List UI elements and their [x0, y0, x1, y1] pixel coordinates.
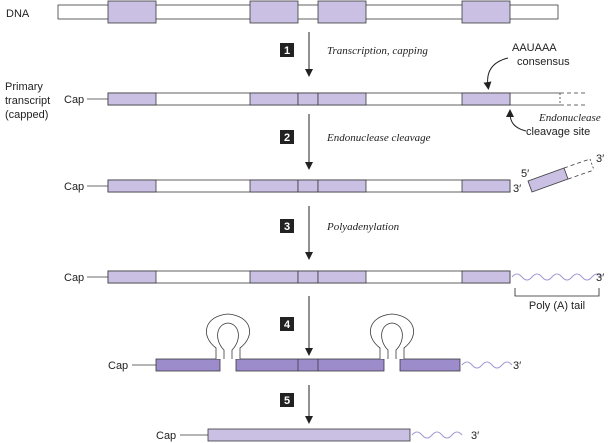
- dna-exon-4: [461, 0, 511, 24]
- mature-cap-label: Cap: [156, 430, 176, 442]
- aauaaa-label-2: consensus: [517, 56, 570, 68]
- step-2-number: 2: [284, 132, 290, 144]
- step-3-number: 3: [284, 221, 290, 233]
- dna-exon-2: [249, 0, 299, 24]
- step-5-number: 5: [284, 395, 290, 407]
- step-5-box: [280, 393, 294, 407]
- splicing-cap-label: Cap: [108, 360, 128, 372]
- aauaaa-label-1: AAUAAA: [512, 42, 557, 54]
- dna-exon-3: [317, 0, 367, 24]
- primary-transcript-label-3: (capped): [5, 109, 48, 121]
- mature-3prime-label: 3′: [471, 430, 479, 442]
- step-5: 5: [280, 385, 313, 424]
- mature-tail-wave: [411, 431, 463, 439]
- dna-strand: [57, 0, 559, 24]
- dna-exon-1: [107, 0, 157, 24]
- polya-3prime-label: 3′: [596, 272, 604, 284]
- step-2: 2 Endonuclease cleavage: [280, 114, 431, 170]
- step-4: 4: [280, 296, 313, 356]
- endo-site-label-2: cleavage site: [526, 126, 590, 138]
- polyadenylated-transcript: [87, 270, 511, 284]
- poly-a-tail-label: Poly (A) tail: [529, 300, 585, 312]
- fragment-5prime-label: 5′: [521, 168, 529, 180]
- splicing-3prime-label: 3′: [513, 360, 521, 372]
- splicing-transcript: [132, 313, 461, 372]
- polya-cap-label: Cap: [64, 272, 84, 284]
- endo-site-label-1: Endonuclease: [538, 112, 601, 124]
- step-1-box: [280, 43, 294, 57]
- step-1: 1 Transcription, capping: [280, 32, 428, 77]
- poly-a-tail-wave: [511, 273, 603, 281]
- fragment-3prime-label: 3′: [596, 153, 604, 165]
- endo-site-arrow: [506, 109, 527, 132]
- step-1-label: Transcription, capping: [327, 45, 428, 57]
- splicing-tail-wave: [461, 361, 513, 369]
- dna-label: DNA: [6, 8, 30, 20]
- cleaved-3prime-label: 3′: [513, 183, 521, 195]
- step-4-number: 4: [284, 319, 291, 331]
- step-2-label: Endonuclease cleavage: [326, 132, 431, 144]
- step-1-number: 1: [284, 45, 290, 57]
- released-fragment: [527, 158, 595, 193]
- step-4-box: [280, 317, 294, 331]
- primary-cap-label: Cap: [64, 94, 84, 106]
- primary-transcript-label-2: transcript: [5, 95, 50, 107]
- aauaaa-arrow: [483, 57, 509, 90]
- cleaved-transcript: [87, 179, 511, 193]
- mature-mrna: [180, 428, 411, 442]
- primary-transcript: [87, 92, 585, 106]
- step-3: 3 Polyadenylation: [280, 206, 400, 260]
- step-3-label: Polyadenylation: [326, 221, 400, 233]
- cleaved-cap-label: Cap: [64, 181, 84, 193]
- primary-transcript-label-1: Primary: [5, 81, 43, 93]
- step-2-box: [280, 130, 294, 144]
- step-3-box: [280, 219, 294, 233]
- poly-a-bracket: [514, 288, 600, 297]
